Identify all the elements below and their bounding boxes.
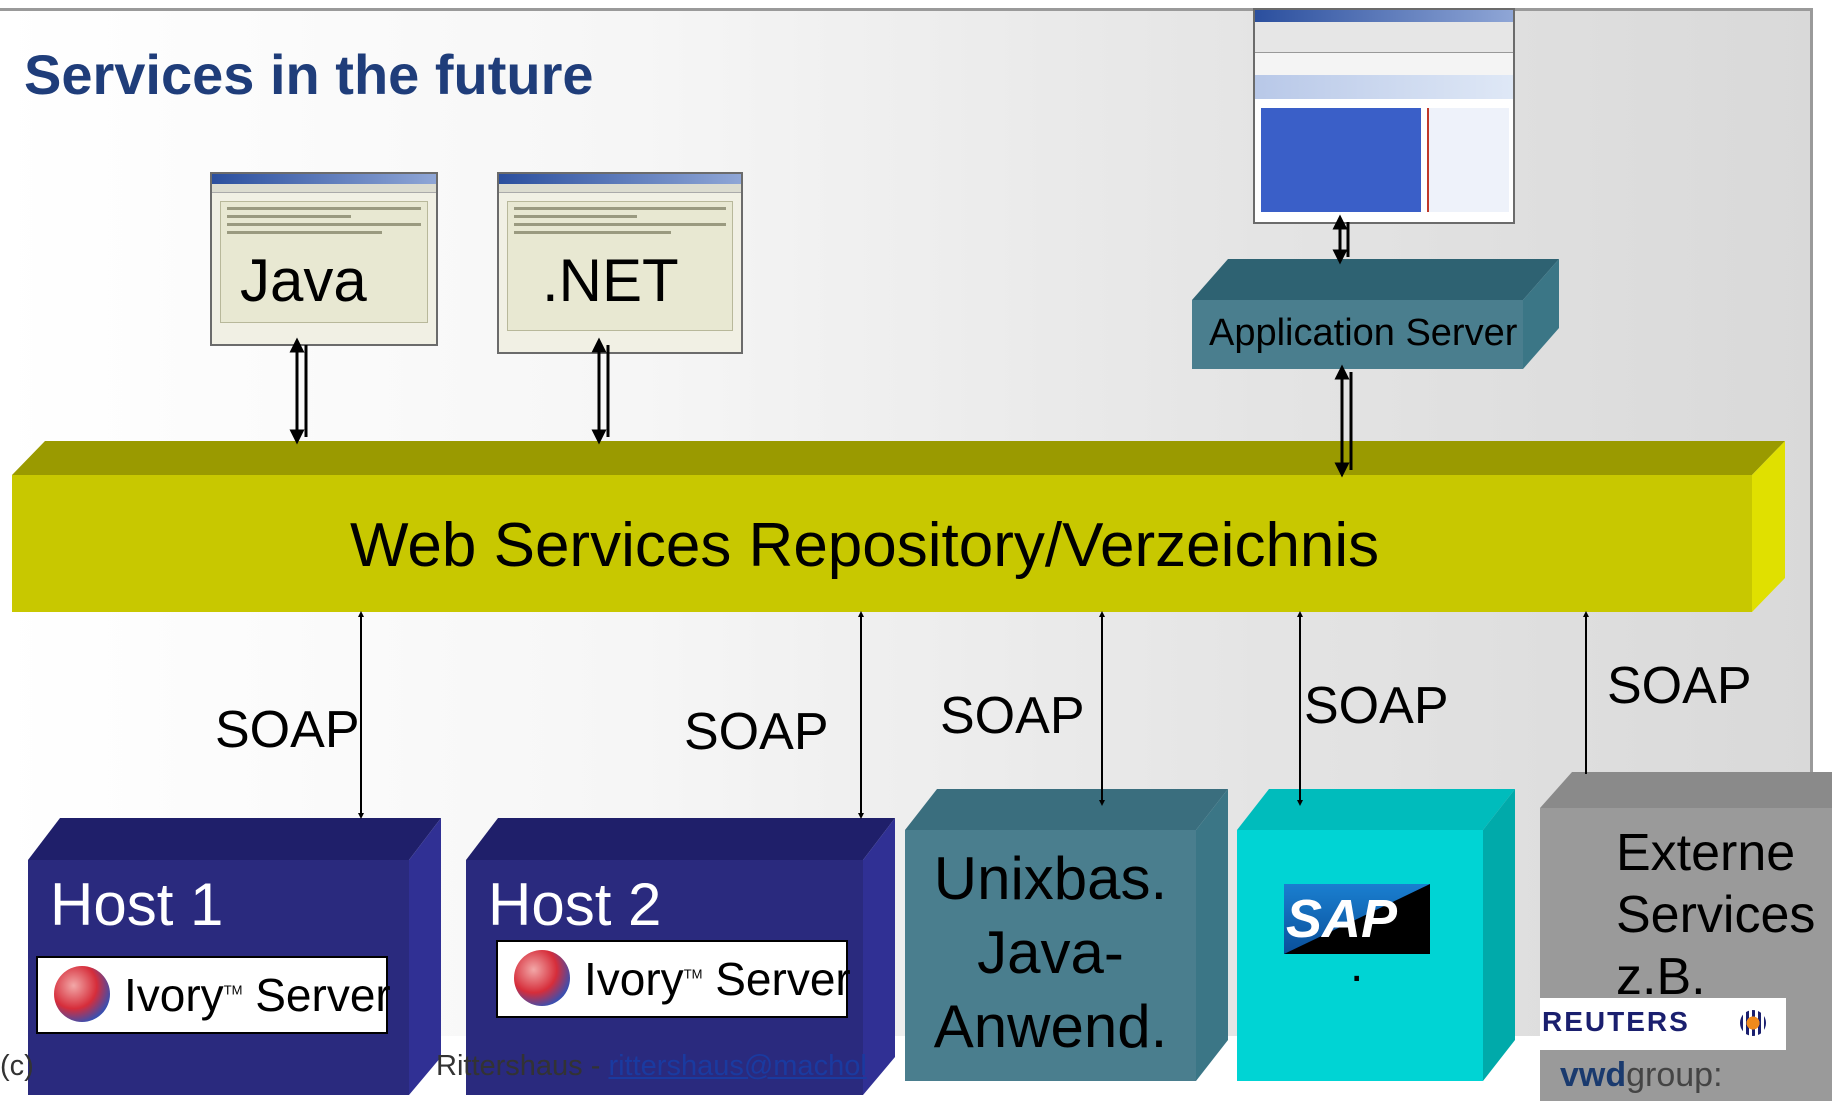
vwd-group-logo: vwdgroup:: [1560, 1056, 1723, 1094]
external-label: Externe Services z.B.: [1616, 822, 1815, 1008]
reuters-logo: REUTERS: [1540, 998, 1786, 1050]
dotnet-client-screenshot: [497, 172, 743, 354]
soap-label-sap: SOAP: [1304, 677, 1449, 735]
external-label-line2: Services: [1616, 886, 1816, 944]
host2-label: Host 2: [488, 871, 662, 938]
sap-logo: SAP: [1284, 884, 1430, 954]
host1-label: Host 1: [50, 871, 224, 938]
external-label-line1: Externe: [1616, 824, 1796, 882]
ivory-globe-icon: [54, 966, 110, 1022]
web-browser-screenshot: [1253, 8, 1515, 224]
external-box: [1540, 772, 1832, 1101]
footer-author: Rittershaus - rittershaus@machol: [436, 1050, 867, 1082]
slide-title: Services in the future: [24, 43, 594, 106]
browser-appserver-connector: [1332, 214, 1350, 265]
unix-label-line1: Unixbas.: [933, 845, 1168, 912]
footer-copyright: (c): [0, 1050, 34, 1082]
java-connector: [289, 337, 308, 445]
ivory-wordmark: IvoryTM Server: [124, 969, 391, 1021]
sap-logo-text: SAP: [1286, 889, 1398, 949]
app-server-label: Application Server: [1209, 312, 1518, 354]
unix-box: [905, 789, 1228, 1081]
footer-email-link[interactable]: rittershaus@machol: [608, 1050, 867, 1082]
ivory-server-logo-host1: IvoryTM Server: [36, 956, 391, 1034]
soap-label-host1: SOAP: [215, 701, 360, 759]
app-server-box: [1192, 259, 1559, 369]
java-label: Java: [240, 247, 367, 314]
reuters-dots-icon: [1740, 1010, 1766, 1036]
java-client-screenshot: [210, 172, 438, 346]
soap-label-host2: SOAP: [684, 703, 829, 761]
unix-label: Unixbas. Java- Anwend.: [905, 842, 1196, 1064]
soap-label-external: SOAP: [1607, 657, 1752, 715]
sap-label-dot: .: [1350, 939, 1364, 992]
unix-label-line2: Java-: [977, 919, 1124, 986]
dotnet-connector: [591, 337, 610, 445]
sap-box: [1237, 789, 1515, 1081]
ivory-globe-icon: [514, 950, 570, 1006]
external-label-line3: z.B.: [1616, 948, 1706, 1006]
ivory-wordmark: IvoryTM Server: [584, 953, 851, 1005]
ivory-server-logo-host2: IvoryTM Server: [496, 940, 851, 1018]
soap-label-unix: SOAP: [940, 687, 1085, 745]
dotnet-label: .NET: [542, 247, 679, 314]
reuters-logo-text: REUTERS: [1542, 1006, 1690, 1037]
unix-label-line3: Anwend.: [933, 993, 1168, 1060]
appserver-repository-connector: [1334, 364, 1353, 478]
repository-label: Web Services Repository/Verzeichnis: [350, 511, 1380, 580]
repository-bar: [12, 441, 1785, 612]
